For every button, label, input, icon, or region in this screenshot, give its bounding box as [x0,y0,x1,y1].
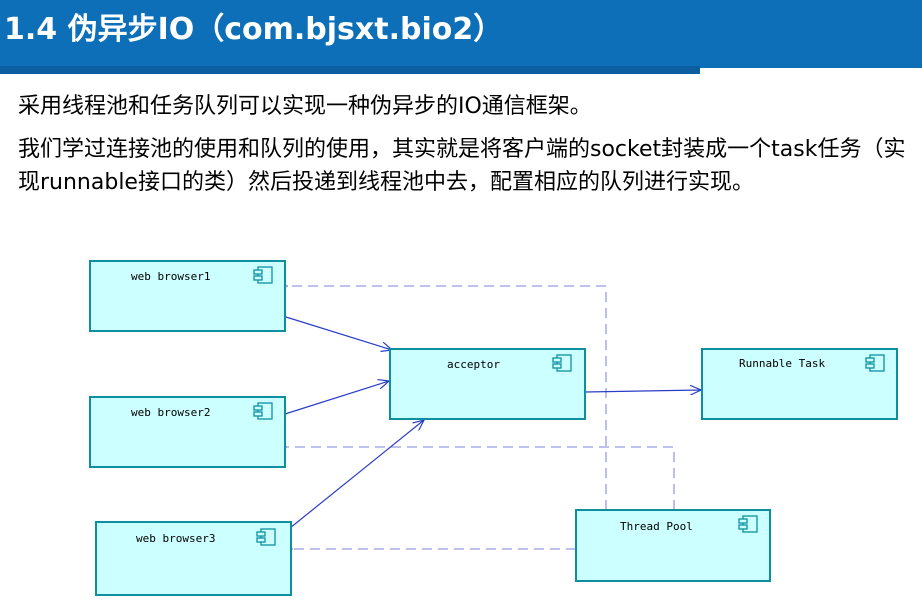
web-browser3-label: web browser3 [136,532,215,545]
dashed-return-lines [286,286,675,549]
node-web-browser2: web browser2 [89,396,286,468]
dashed-line-threadpool-to-browser2 [286,447,675,510]
node-acceptor: acceptor [389,348,586,420]
solid-request-arrows [284,316,701,529]
dashed-line-threadpool-to-browser1 [287,286,607,510]
title-bar-shade [0,66,700,74]
node-web-browser3: web browser3 [95,521,292,596]
web-browser2-label: web browser2 [131,406,210,419]
arrow-browser2-to-acceptor [284,381,389,415]
arrow-acceptor-to-runnable-task [584,390,701,392]
arrow-browser3-to-acceptor [289,420,424,529]
web-browser1-label: web browser1 [131,270,210,283]
slide-title: 1.4 伪异步IO（com.bjsxt.bio2） [4,12,504,47]
thread-pool-label: Thread Pool [620,520,693,533]
arrow-browser1-to-acceptor [285,316,392,350]
acceptor-label: acceptor [447,358,500,371]
node-thread-pool: Thread Pool [575,509,771,582]
explanation-paragraph: 我们学过连接池的使用和队列的使用，其实就是将客户端的socket封装成一个tas… [18,137,906,195]
intro-paragraph: 采用线程池和任务队列可以实现一种伪异步的IO通信框架。 [18,94,592,119]
node-web-browser1: web browser1 [89,260,286,332]
runnable-task-label: Runnable Task [739,357,825,370]
node-runnable-task: Runnable Task [701,348,898,420]
title-bar [0,0,922,68]
